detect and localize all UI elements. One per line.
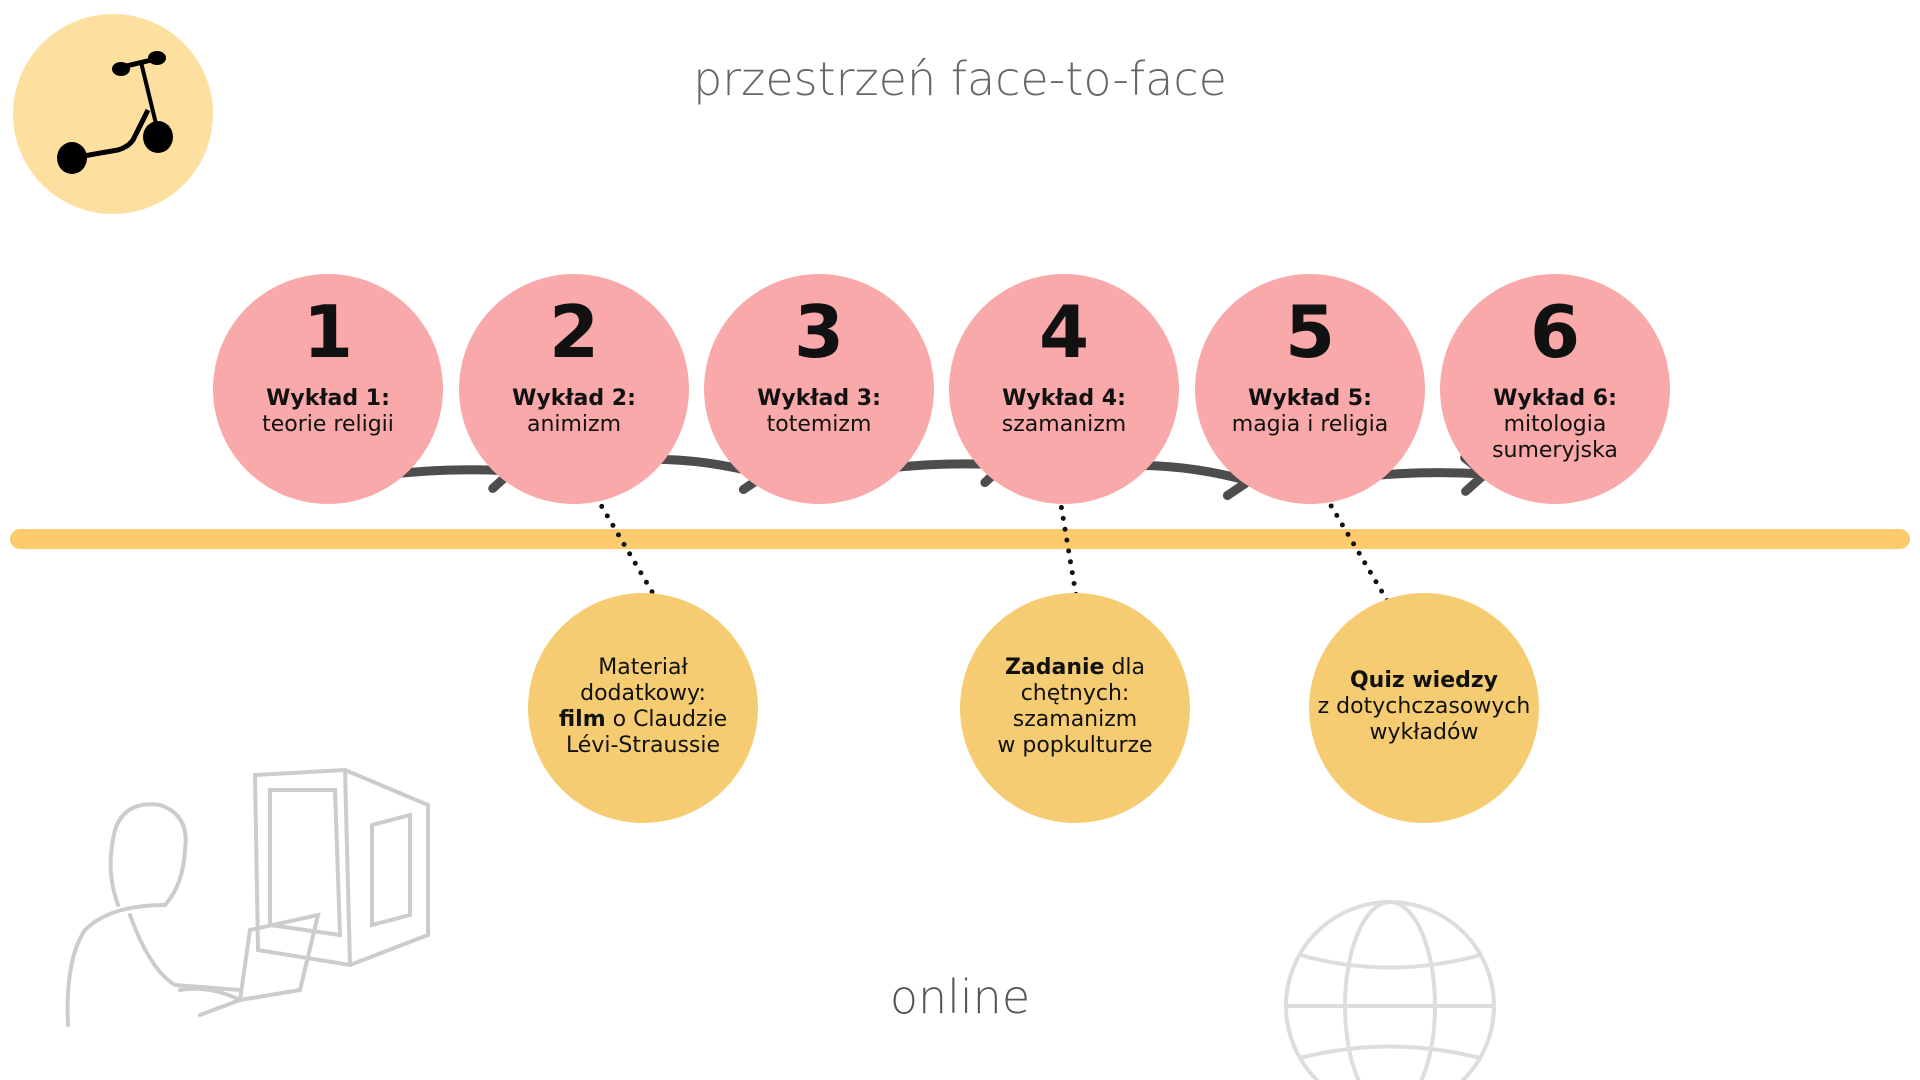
- lecture-topic: szamanizm: [1001, 412, 1127, 437]
- quiz-circle: Quiz wiedzy z dotychczasowych wykładów: [1309, 593, 1539, 823]
- lecture-topic: magia i religia: [1231, 412, 1389, 437]
- lecture-number: 1: [302, 290, 354, 374]
- lecture-number: 3: [793, 290, 845, 374]
- extra-text: szamanizm: [1012, 707, 1138, 732]
- lecture-number: 6: [1529, 290, 1581, 374]
- lecture-topic: teorie religii: [262, 412, 394, 437]
- lecture-topic: mitologia sumeryjska: [1492, 412, 1618, 463]
- online-label: online: [889, 970, 1031, 1024]
- lecture-circle-1: 1 Wykład 1:teorie religii: [213, 274, 443, 504]
- extra-text: dla: [1104, 655, 1146, 680]
- optional-task-circle: Zadanie dla chętnych: szamanizm w popkul…: [960, 593, 1190, 823]
- extra-text: wykładów: [1369, 720, 1479, 745]
- extra-text: z dotychczasowych: [1317, 694, 1531, 719]
- lecture-circle-3: 3 Wykład 3:totemizm: [704, 274, 934, 504]
- extra-text: o Claudzie: [605, 707, 728, 732]
- lecture-number: 2: [548, 290, 600, 374]
- extra-text: Materiał: [598, 655, 688, 680]
- extra-text: chętnych:: [1020, 681, 1130, 706]
- extra-text: dodatkowy:: [580, 681, 706, 706]
- globe-sketch: [1284, 900, 1496, 1080]
- lecture-circle-4: 4 Wykład 4:szamanizm: [949, 274, 1179, 504]
- extra-material-circle: Materiał dodatkowy: film o Claudzie Lévi…: [528, 593, 758, 823]
- scooter-icon: [13, 14, 213, 214]
- extra-text: Lévi-Straussie: [565, 733, 721, 758]
- page-title: przestrzeń face-to-face: [693, 52, 1227, 106]
- lecture-title: Wykład 6:: [1493, 386, 1617, 411]
- timeline-bar: [10, 529, 1910, 549]
- lecture-title: Wykład 4:: [1002, 386, 1126, 411]
- lecture-title: Wykład 1:: [266, 386, 390, 411]
- extra-bold: film: [558, 707, 606, 732]
- lecture-number: 4: [1038, 290, 1090, 374]
- extra-text: w popkulturze: [997, 733, 1153, 758]
- lecture-topic: animizm: [526, 412, 622, 437]
- lecture-title: Wykład 2:: [512, 386, 636, 411]
- lecture-circle-6: 6 Wykład 6:mitologia sumeryjska: [1440, 274, 1670, 504]
- lecture-title: Wykład 3:: [757, 386, 881, 411]
- lecture-topic: totemizm: [766, 412, 872, 437]
- lecture-circle-5: 5 Wykład 5:magia i religia: [1195, 274, 1425, 504]
- lecture-number: 5: [1284, 290, 1336, 374]
- person-laptop-sketch: [65, 767, 430, 1027]
- extra-bold: Quiz wiedzy: [1349, 668, 1499, 693]
- extra-bold: Zadanie: [1004, 655, 1105, 680]
- lecture-title: Wykład 5:: [1248, 386, 1372, 411]
- lecture-circle-2: 2 Wykład 2:animizm: [459, 274, 689, 504]
